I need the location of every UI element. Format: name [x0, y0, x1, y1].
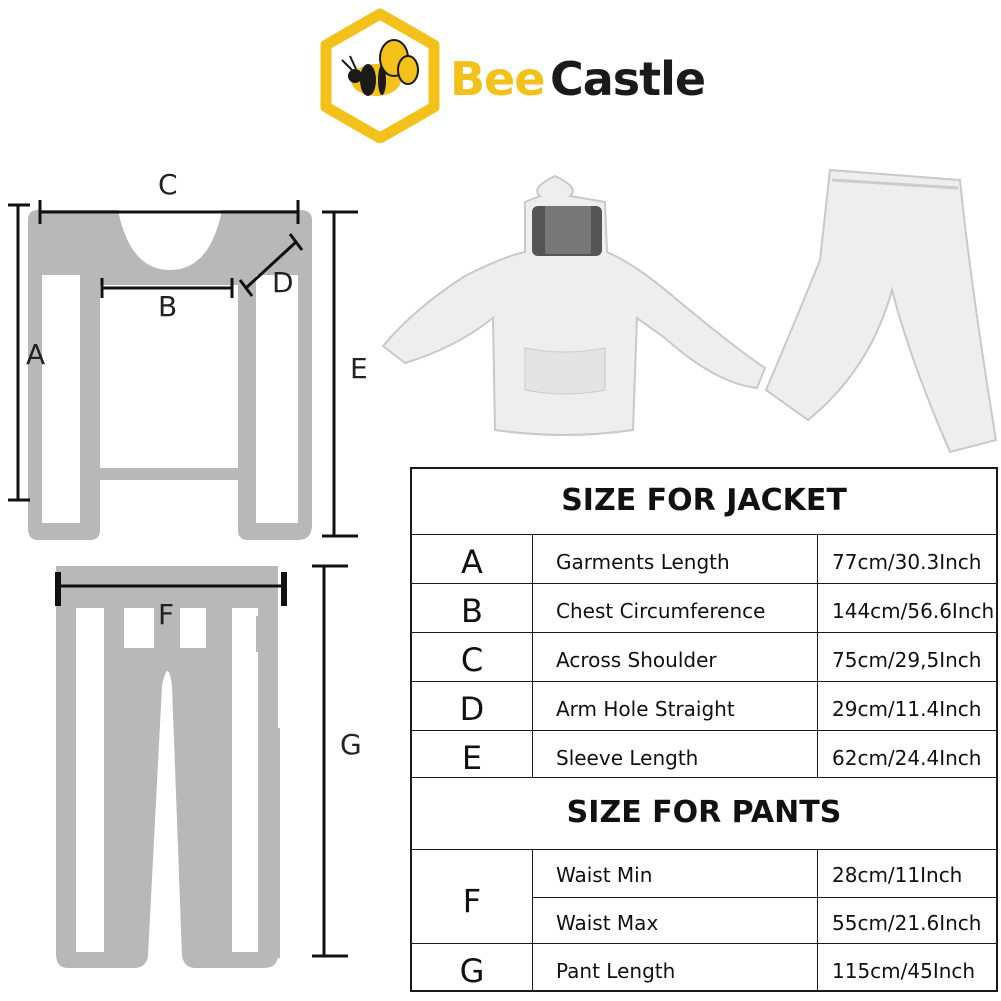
row-e-name: Sleeve Length	[556, 746, 699, 770]
row-g-letter: G	[459, 952, 485, 990]
row-waist-min-name: Waist Min	[556, 863, 653, 887]
row-c-letter: C	[460, 641, 484, 679]
row-waist-max-name: Waist Max	[556, 911, 659, 935]
row-g-name: Pant Length	[556, 959, 676, 983]
row-d-letter: D	[459, 690, 485, 728]
row-a-letter: A	[461, 543, 483, 581]
bee-jacket-photo	[381, 174, 767, 436]
brand-name-castle: Castle	[550, 52, 706, 106]
row-c-name: Across Shoulder	[556, 648, 717, 672]
row-c-value: 75cm/29,5Inch	[832, 648, 982, 672]
row-a-value: 77cm/30.3Inch	[832, 550, 982, 574]
diagram-label-e: E	[350, 352, 368, 385]
diagram-label-d: D	[272, 266, 294, 299]
jacket-diagram	[8, 200, 358, 540]
diagram-label-g: G	[340, 728, 362, 761]
pants-diagram	[55, 564, 348, 968]
row-b-letter: B	[461, 592, 483, 630]
row-g-value: 115cm/45Inch	[832, 959, 976, 983]
diagram-label-a: A	[26, 338, 46, 371]
row-f-letter: F	[462, 882, 482, 920]
pants-size-title: SIZE FOR PANTS	[566, 795, 842, 830]
bee-hexagon-icon	[320, 8, 440, 143]
brand-name-bee: Bee	[450, 52, 545, 106]
size-table: SIZE FOR JACKET A Garments Length 77cm/3…	[410, 467, 998, 992]
row-d-name: Arm Hole Straight	[556, 697, 735, 721]
row-e-value: 62cm/24.4Inch	[832, 746, 982, 770]
diagram-label-b: B	[158, 290, 178, 323]
brand-logo: Bee Castle	[318, 8, 718, 143]
row-a-name: Garments Length	[556, 550, 730, 574]
bee-pants-photo	[764, 168, 998, 454]
diagram-label-f: F	[158, 598, 175, 631]
jacket-size-title: SIZE FOR JACKET	[561, 483, 847, 518]
row-b-value: 144cm/56.6Inch	[832, 599, 995, 623]
row-waist-max-value: 55cm/21.6Inch	[832, 911, 982, 935]
diagram-label-c: C	[158, 168, 178, 201]
row-d-value: 29cm/11.4Inch	[832, 697, 982, 721]
row-waist-min-value: 28cm/11Inch	[832, 863, 963, 887]
row-e-letter: E	[461, 739, 483, 777]
row-b-name: Chest Circumference	[556, 599, 766, 623]
